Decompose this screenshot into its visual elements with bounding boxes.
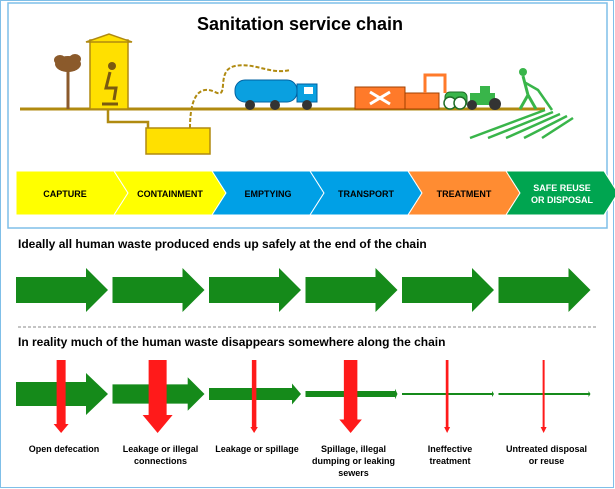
latrine-icon	[85, 33, 150, 128]
loss-arrow-2	[250, 360, 258, 433]
treatment-plant-icon	[354, 73, 447, 110]
illustration-panel: Sanitation service chain	[7, 2, 615, 229]
service-chain: CAPTURE CONTAINMENT EMPTYING TRANSPORT TREAT…	[15, 170, 615, 216]
ideal-heading: Ideally all human waste produced ends up…	[18, 237, 427, 251]
ideal-arrow-1	[112, 268, 205, 312]
ideal-arrow-2	[209, 268, 301, 312]
chain-step-label: CONTAINMENT	[137, 189, 203, 199]
loss-arrow-4	[444, 360, 451, 433]
chain-step-label: TRANSPORT	[338, 189, 395, 199]
septic-tank-icon	[145, 127, 211, 155]
loss-arrow-3	[339, 360, 362, 433]
loss-arrow-0	[53, 360, 69, 433]
loss-arrow-5	[540, 360, 547, 433]
chain-step-label: TREATMENT	[437, 189, 492, 199]
field-rows	[469, 108, 574, 140]
ideal-flow	[16, 268, 591, 312]
chain-step-label: CAPTURE	[43, 189, 87, 199]
ideal-arrow-0	[16, 268, 108, 312]
reality-flow	[16, 360, 591, 433]
chain-step-5	[505, 170, 615, 216]
loss-label: Leakage or spillage	[215, 444, 299, 454]
reality-heading: In reality much of the human waste disap…	[18, 335, 445, 349]
ideal-arrow-3	[305, 268, 398, 312]
ideal-arrow-4	[402, 268, 494, 312]
ideal-arrow-5	[498, 268, 591, 312]
tractor-icon	[443, 86, 501, 110]
loss-label: Open defecation	[29, 444, 100, 454]
tree-icon	[54, 54, 81, 109]
loss-arrow-1	[142, 360, 173, 433]
vacuum-truck-icon	[234, 79, 318, 110]
farmer-icon	[518, 68, 554, 111]
page-title: Sanitation service chain	[197, 14, 403, 34]
chain-step-label: EMPTYING	[244, 189, 291, 199]
